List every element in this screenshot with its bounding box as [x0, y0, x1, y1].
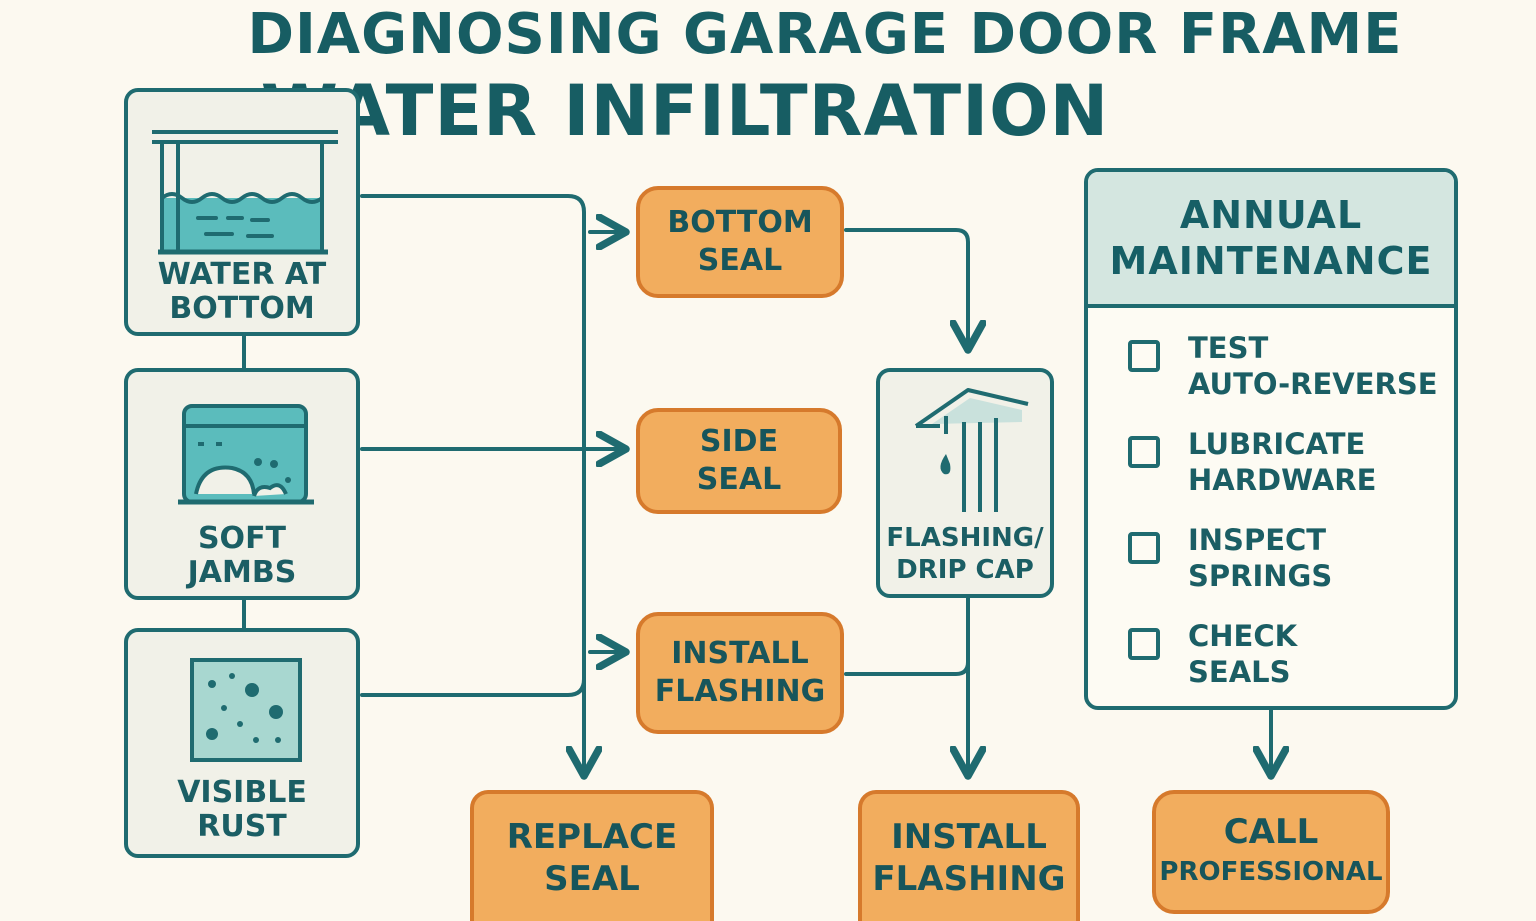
symptom-rust-line1: VISIBLE [177, 775, 307, 810]
checkbox-icon[interactable] [1128, 532, 1160, 564]
action-side-seal-line1: SIDE [699, 424, 779, 459]
action-bottom-seal-line1: BOTTOM [667, 205, 813, 240]
maintenance-item-line2: SPRINGS [1188, 559, 1333, 593]
line-water-bus [360, 194, 584, 776]
drip-cap-icon [914, 388, 1029, 512]
symptom-water-at-bottom: WATER AT BOTTOM [124, 88, 360, 336]
maintenance-item-line1: LUBRICATE [1188, 427, 1366, 461]
action-install-flashing: INSTALL FLASHING [636, 612, 844, 734]
maintenance-heading-line2: MAINTENANCE [1109, 239, 1433, 283]
symptom-jambs-line1: SOFT [197, 521, 287, 556]
action-install-flashing-line1: INSTALL [671, 636, 809, 671]
maintenance-item-lubricate[interactable]: LUBRICATE HARDWARE [1128, 426, 1376, 498]
maintenance-item-line1: TEST [1188, 331, 1269, 365]
maintenance-item-line2: SEALS [1188, 655, 1291, 689]
outcome-call-line2: PROFESSIONAL [1159, 857, 1383, 887]
symptom-water-line2: BOTTOM [169, 291, 315, 326]
outcome-replace-seal: REPLACE SEAL [470, 790, 714, 921]
flashing-drip-cap-box: FLASHING/ DRIP CAP [876, 368, 1054, 598]
symptom-jambs-line2: JAMBS [187, 555, 297, 590]
rotting-jamb-icon [128, 386, 356, 536]
maintenance-item-line2: AUTO-REVERSE [1188, 367, 1438, 401]
maintenance-item-seals[interactable]: CHECK SEALS [1128, 618, 1297, 690]
rust-spots-icon [128, 646, 356, 796]
action-side-seal-line2: SEAL [696, 462, 782, 497]
outcome-replace-seal-line1: REPLACE [506, 816, 678, 857]
flashing-box-line2: DRIP CAP [896, 555, 1034, 585]
maintenance-item-auto-reverse[interactable]: TEST AUTO-REVERSE [1128, 330, 1438, 402]
outcome-call-professional: CALL PROFESSIONAL [1152, 790, 1390, 914]
checkbox-icon[interactable] [1128, 340, 1160, 372]
checkbox-icon[interactable] [1128, 436, 1160, 468]
flashing-box-line1: FLASHING/ [886, 523, 1044, 553]
outcome-install-flashing: INSTALL FLASHING [858, 790, 1080, 921]
page-title-line2: WATER INFILTRATION [260, 70, 1110, 152]
symptom-water-line1: WATER AT [157, 257, 327, 292]
annual-maintenance-panel: ANNUAL MAINTENANCE TEST AUTO-REVERSE LUB… [1084, 168, 1458, 710]
maintenance-heading: ANNUAL MAINTENANCE [1088, 172, 1454, 308]
water-pooling-icon [128, 106, 356, 256]
maintenance-item-line1: INSPECT [1188, 523, 1327, 557]
action-bottom-seal-line2: SEAL [697, 243, 783, 278]
outcome-replace-seal-line2: SEAL [544, 858, 640, 899]
arrow-bottom-seal-to-flashing [844, 228, 968, 350]
line-rust-bus [360, 677, 586, 697]
outcome-install-flashing-line2: FLASHING [872, 858, 1066, 899]
page-title-line1: DIAGNOSING GARAGE DOOR FRAME [247, 2, 1403, 67]
maintenance-item-line1: CHECK [1188, 619, 1298, 653]
outcome-call-line1: CALL [1223, 812, 1319, 852]
action-install-flashing-line2: FLASHING [654, 674, 826, 709]
symptom-soft-jambs: SOFT JAMBS [124, 368, 360, 600]
symptom-visible-rust: VISIBLE RUST [124, 628, 360, 858]
outcome-install-flashing-line1: INSTALL [891, 816, 1047, 857]
line-install-flashing-join [844, 660, 970, 676]
checkbox-icon[interactable] [1128, 628, 1160, 660]
maintenance-item-springs[interactable]: INSPECT SPRINGS [1128, 522, 1332, 594]
action-bottom-seal: BOTTOM SEAL [636, 186, 844, 298]
maintenance-heading-line1: ANNUAL [1179, 193, 1363, 237]
maintenance-item-line2: HARDWARE [1188, 463, 1377, 497]
action-side-seal: SIDE SEAL [636, 408, 842, 514]
symptom-rust-line2: RUST [197, 809, 287, 844]
